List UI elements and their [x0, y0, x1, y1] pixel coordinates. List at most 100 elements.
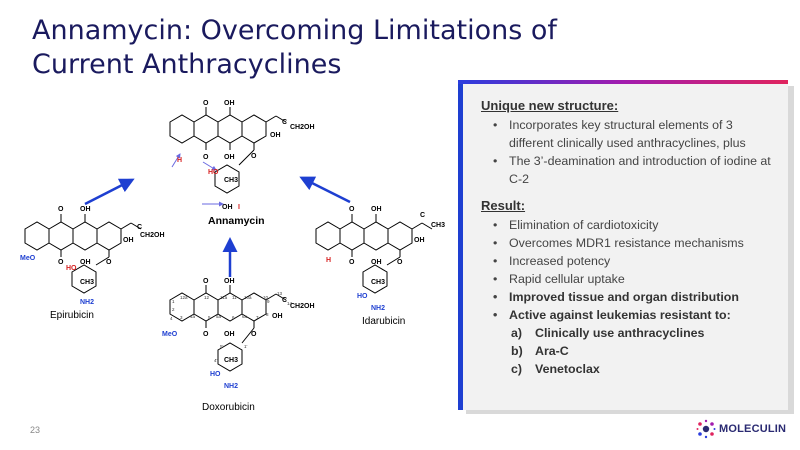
atom-label: O [203, 154, 209, 161]
atom-label: C [282, 297, 287, 304]
label-idarubicin: Idarubicin [362, 316, 405, 327]
epirubicin-structure [24, 214, 142, 294]
position-number: 5a [216, 314, 222, 319]
atom-label-nh2-blue: NH2 [80, 299, 94, 306]
position-number: 10a [244, 295, 252, 300]
position-number: 2 [172, 307, 175, 312]
atom-label-h-red: H [326, 257, 331, 264]
sub-list-marker: b) [511, 344, 523, 358]
atom-label-ho-red: HO [208, 169, 219, 176]
position-number: 3 [180, 315, 183, 320]
annamycin-structure [169, 107, 287, 194]
idarubicin-structure [315, 214, 433, 294]
position-number: 6a [242, 314, 248, 319]
position-number: 14 [287, 301, 293, 306]
atom-label: CH3 [224, 357, 238, 364]
molecule-dots-icon [696, 419, 716, 439]
atom-label: O [251, 153, 257, 160]
position-number: 4 [170, 316, 173, 321]
atom-label: OH [270, 132, 281, 139]
company-logo: MOLECULIN [696, 419, 786, 439]
position-number: 12a [180, 295, 188, 300]
position-number: 4a [190, 314, 196, 319]
atom-label: OH [80, 206, 91, 213]
atom-label: C [420, 212, 425, 219]
sub-list-item: a) Clinically use anthracyclines [511, 324, 774, 342]
list-item: Rapid cellular uptake [493, 270, 774, 288]
atom-label: OH [80, 259, 91, 266]
atom-label: CH3 [371, 279, 385, 286]
structure-list: Incorporates key structural elements of … [493, 116, 774, 188]
atom-label: OH [224, 100, 235, 107]
position-number: 5' [220, 344, 224, 349]
list-item: Overcomes MDR1 resistance mechanisms [493, 234, 774, 252]
position-number: 5 [208, 315, 211, 320]
sub-list-text: Venetoclax [535, 362, 600, 376]
atom-label: O [58, 259, 64, 266]
sub-list-marker: a) [511, 326, 523, 340]
atom-label: CH2OH [290, 303, 315, 310]
atom-label: CH2OH [290, 124, 315, 131]
section-title-structure: Unique new structure: [481, 98, 619, 113]
atom-label: O [251, 331, 257, 338]
atom-label: C [137, 224, 142, 231]
position-number: 7 [256, 315, 259, 320]
position-number: 1' [244, 344, 248, 349]
list-item: Improved tissue and organ distribution [493, 288, 774, 306]
sub-list-text: Ara-C [535, 344, 569, 358]
atom-label-ho-blue: HO [210, 371, 221, 378]
sub-list-item: c) Venetoclax [511, 360, 774, 378]
title-line-2: Current Anthracyclines [32, 49, 342, 80]
atom-label-meo-blue: MeO [20, 255, 36, 262]
atom-label: OH [224, 331, 235, 338]
result-list: Elimination of cardiotoxicity Overcomes … [493, 216, 774, 324]
atom-label: O [106, 259, 112, 266]
resistance-sublist: a)Clinically use anthracyclines b)Ara-C … [511, 324, 774, 378]
atom-label: OH [272, 313, 283, 320]
atom-label: O [397, 259, 403, 266]
atom-label-h-red: H [177, 157, 182, 164]
title-line-1: Annamycin: Overcoming Limitations of [32, 15, 557, 46]
list-item: Increased potency [493, 252, 774, 270]
position-number: 9 [267, 299, 270, 304]
position-number: 6 [232, 315, 235, 320]
position-number: 4' [214, 358, 218, 363]
list-item: The 3’-deamination and introduction of i… [493, 152, 774, 188]
slide-title: Annamycin: Overcoming Limitations of Cur… [32, 14, 592, 82]
atom-label: O [203, 331, 209, 338]
atom-label: O [349, 259, 355, 266]
sub-list-text: Clinically use anthracyclines [535, 326, 705, 340]
label-epirubicin: Epirubicin [50, 310, 94, 321]
atom-label: O [349, 206, 355, 213]
list-item: Active against leukemias resistant to: [493, 306, 774, 324]
list-item: Incorporates key structural elements of … [493, 116, 774, 152]
panel-accent-bar [458, 80, 788, 84]
position-number: 8 [266, 312, 269, 317]
doxorubicin-structure [169, 285, 287, 372]
atom-label-i-red: I [238, 204, 240, 211]
logo-text: MOLECULIN [719, 423, 787, 435]
atom-label: CH3 [80, 279, 94, 286]
atom-label: O [58, 206, 64, 213]
atom-label-ho-red: HO [66, 265, 77, 272]
summary-panel: Unique new structure: Incorporates key s… [458, 80, 788, 410]
sub-list-marker: c) [511, 362, 523, 376]
atom-label: CH3 [431, 222, 445, 229]
pointer-to-h [171, 153, 181, 168]
label-annamycin: Annamycin [208, 215, 265, 227]
position-number: 11 [232, 295, 237, 300]
anthracycline-structures-figure: O OH O OH C CH2OH OH O CH3 OH H HO I Ann… [20, 100, 445, 413]
sub-list-item: b) Ara-C [511, 342, 774, 360]
atom-label: CH3 [224, 177, 238, 184]
atom-label: CH2OH [140, 232, 165, 239]
list-item: Elimination of cardiotoxicity [493, 216, 774, 234]
position-number: 12 [204, 295, 210, 300]
page-number: 23 [30, 425, 41, 435]
atom-label-meo-blue: MeO [162, 331, 178, 338]
atom-label: OH [222, 204, 233, 211]
atom-label: OH [123, 237, 134, 244]
atom-label: O [203, 100, 209, 107]
atom-label: OH [224, 154, 235, 161]
position-number: 1 [172, 299, 175, 304]
arrow-from-epirubicin [84, 178, 135, 206]
